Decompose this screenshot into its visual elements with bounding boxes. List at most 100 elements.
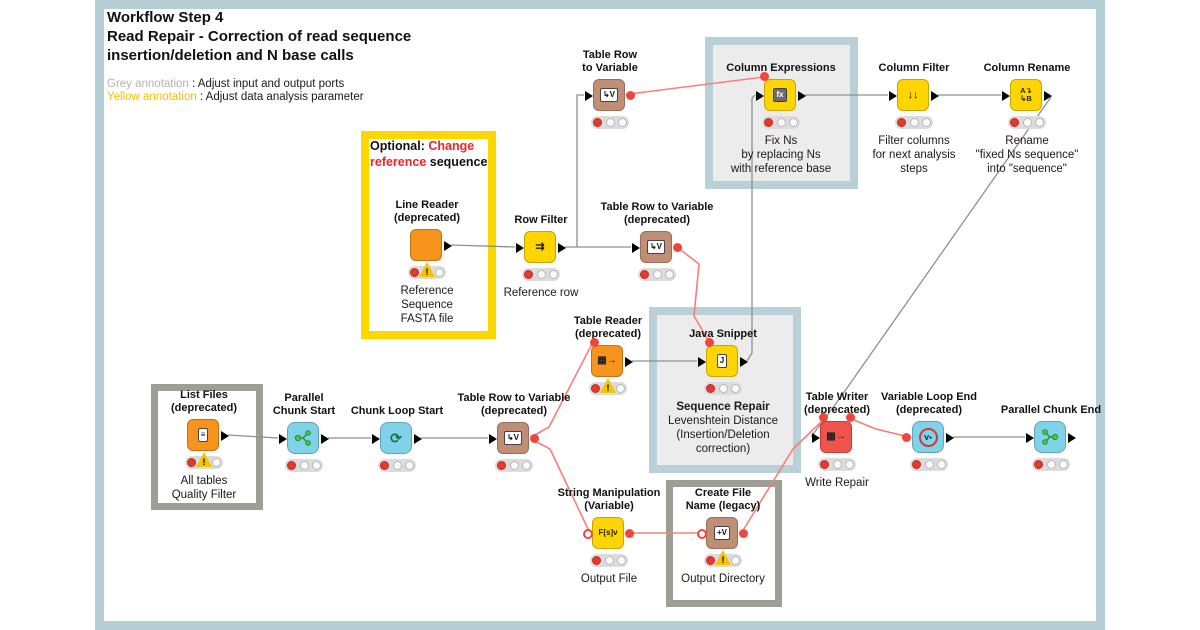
node-parallel-chunk-end[interactable]: Parallel Chunk End xyxy=(1001,404,1101,471)
input-port[interactable] xyxy=(889,90,897,101)
traffic-light xyxy=(1008,116,1046,129)
node-title: Column Rename xyxy=(983,62,1071,74)
flow-variable-input-port-left[interactable] xyxy=(819,413,828,422)
output-port[interactable] xyxy=(625,356,633,367)
input-port[interactable] xyxy=(516,242,524,253)
node-create-file-name[interactable]: Create File Name (legacy) +V ! Output Di… xyxy=(681,487,765,585)
input-port[interactable] xyxy=(1026,432,1034,443)
node-chunk-loop-start[interactable]: Chunk Loop Start ⟳ xyxy=(351,405,443,472)
output-port[interactable] xyxy=(1044,90,1052,101)
flow-variable-output-port[interactable] xyxy=(530,434,539,443)
column-filter-icon: ↓↓ xyxy=(907,88,919,101)
flow-variable-output-port[interactable] xyxy=(739,529,748,538)
node-column-expressions[interactable]: Column Expressions fx Fix Ns by replacin… xyxy=(726,62,835,175)
node-table-reader[interactable]: Table Reader (deprecated) ▦→ ! xyxy=(574,315,642,395)
node-parallel-chunk-start[interactable]: Parallel Chunk Start xyxy=(273,392,335,472)
node-column-filter[interactable]: Column Filter ↓↓ Filter columns for next… xyxy=(872,62,955,175)
node-list-files[interactable]: List Files (deprecated) ≡ ! All tables Q… xyxy=(171,389,237,501)
node-title: Java Snippet xyxy=(689,328,757,340)
parallel-fork-split-icon xyxy=(294,430,311,446)
node-annotation: Filter columns for next analysis steps xyxy=(872,135,956,175)
column-expressions-icon: fx xyxy=(773,88,787,102)
flow-variable-output-port[interactable] xyxy=(626,91,635,100)
input-port[interactable] xyxy=(279,433,287,444)
input-port[interactable] xyxy=(756,90,764,101)
loop-icon: ⟳ xyxy=(390,430,402,446)
node-title: Chunk Loop Start xyxy=(350,405,444,417)
output-port[interactable] xyxy=(444,240,452,251)
output-port[interactable] xyxy=(221,430,229,441)
status-green xyxy=(618,118,627,127)
node-title: Column Expressions xyxy=(726,62,836,74)
status-amber xyxy=(392,461,402,470)
node-title: Line Reader (deprecated) xyxy=(393,199,461,224)
node-title: Create File Name (legacy) xyxy=(685,487,761,512)
output-port[interactable] xyxy=(321,433,329,444)
node-string-manipulation-variable[interactable]: String Manipulation (Variable) F[s]v Out… xyxy=(558,487,661,585)
node-annotation: All tables Quality Filter xyxy=(171,475,237,501)
node-row-filter[interactable]: Row Filter ⇉ Reference row xyxy=(504,214,579,299)
node-annotation: Reference Sequence FASTA file xyxy=(400,285,454,325)
flow-variable-input-port[interactable] xyxy=(902,433,911,442)
node-annotation: Output Directory xyxy=(681,573,765,585)
status-red xyxy=(764,118,773,127)
node-annotation: Write Repair xyxy=(805,477,869,489)
flow-variable-input-port[interactable] xyxy=(583,529,593,539)
node-table-row-to-variable-bottom[interactable]: Table Row to Variable (deprecated) ↳V xyxy=(458,392,570,472)
annotation-box-column-expressions xyxy=(705,37,858,189)
output-port[interactable] xyxy=(558,242,566,253)
node-table-row-to-variable-top[interactable]: Table Row to Variable ↳V xyxy=(582,49,638,129)
node-title: Table Row to Variable (deprecated) xyxy=(457,392,571,417)
node-table-row-to-variable-mid[interactable]: Table Row to Variable (deprecated) ↳V xyxy=(601,201,713,281)
output-port[interactable] xyxy=(740,356,748,367)
status-red xyxy=(524,270,533,279)
node-title: String Manipulation (Variable) xyxy=(557,487,661,512)
data-connections xyxy=(227,94,1052,439)
input-port[interactable] xyxy=(372,433,380,444)
status-amber xyxy=(652,270,662,279)
input-port[interactable] xyxy=(1002,90,1010,101)
flow-variable-input-port[interactable] xyxy=(697,529,707,539)
output-port[interactable] xyxy=(946,432,954,443)
traffic-light xyxy=(285,459,323,472)
flow-variable-input-port[interactable] xyxy=(590,338,599,347)
optional-highlight1: Change xyxy=(428,139,475,153)
legend-line-yellow: Yellow annotation : Adjust data analysis… xyxy=(107,91,364,104)
output-port[interactable] xyxy=(1068,432,1076,443)
node-column-rename[interactable]: Column Rename A↴ ↳B Rename "fixed Ns seq… xyxy=(976,62,1079,175)
status-red xyxy=(706,556,715,565)
input-port[interactable] xyxy=(585,90,593,101)
flow-variable-input-port[interactable] xyxy=(705,338,714,347)
output-port[interactable] xyxy=(798,90,806,101)
status-red xyxy=(410,268,419,277)
status-red xyxy=(1034,460,1043,469)
flow-variable-input-port[interactable] xyxy=(760,72,769,81)
flow-variable-input-port-right[interactable] xyxy=(846,413,855,422)
traffic-light xyxy=(762,116,800,129)
node-variable-loop-end[interactable]: Variable Loop End (deprecated) V▪ xyxy=(881,391,977,471)
input-port[interactable] xyxy=(632,242,640,253)
node-table-writer[interactable]: Table Writer (deprecated) ▦→ Write Repai… xyxy=(804,391,870,489)
node-line-reader[interactable]: Line Reader (deprecated) ! Reference Seq… xyxy=(394,199,460,325)
input-port[interactable] xyxy=(698,356,706,367)
variable-loop-end-icon: V▪ xyxy=(918,427,938,447)
node-annotation: Rename "fixed Ns sequence" into "sequenc… xyxy=(975,135,1079,175)
flow-variable-output-port[interactable] xyxy=(625,529,634,538)
flow-variable-output-port[interactable] xyxy=(673,243,682,252)
status-green xyxy=(549,270,558,279)
column-rename-icon: A↴ ↳B xyxy=(1020,86,1032,103)
input-port[interactable] xyxy=(812,432,820,443)
input-port[interactable] xyxy=(489,433,497,444)
list-files-icon: ≡ xyxy=(197,428,209,442)
traffic-light xyxy=(1032,458,1070,471)
status-green xyxy=(1059,460,1068,469)
traffic-light xyxy=(910,458,948,471)
output-port[interactable] xyxy=(931,90,939,101)
status-red xyxy=(187,458,196,467)
node-title: List Files (deprecated) xyxy=(170,389,238,414)
legend-grey-label: Grey annotation xyxy=(107,78,189,90)
status-red xyxy=(640,270,649,279)
output-port[interactable] xyxy=(414,433,422,444)
